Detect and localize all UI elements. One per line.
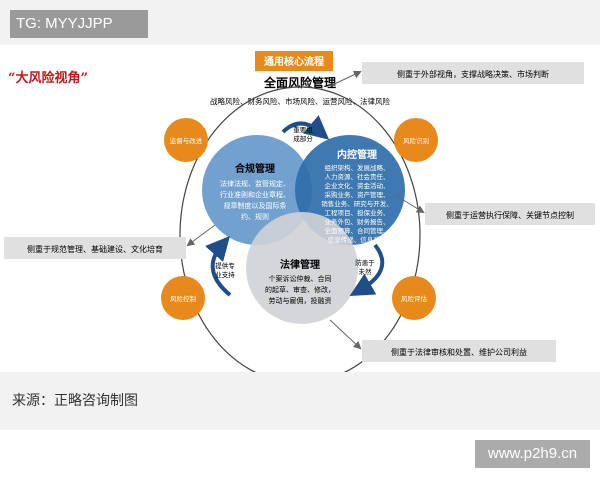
svg-text:企业文化、资金活动、: 企业文化、资金活动、	[325, 181, 390, 190]
note-external: 侧重于外部视角，支撑战略决策、市场判断	[362, 62, 584, 84]
svg-text:人力资源、社会责任、: 人力资源、社会责任、	[325, 172, 390, 181]
svg-text:劳动与雇佣，投融资: 劳动与雇佣，投融资	[269, 296, 332, 305]
diagram-title: 全面风险管理	[263, 75, 336, 90]
note-compliance: 侧重于规范管理、基础建设、文化培育	[4, 237, 186, 259]
stage-assess: 风险评估	[392, 276, 436, 320]
arrow-label-left-2: 业支持	[215, 270, 235, 279]
svg-text:法律法规、监管规定、: 法律法规、监管规定、	[220, 179, 290, 188]
svg-text:侧重于规范管理、基础建设、文化培育: 侧重于规范管理、基础建设、文化培育	[27, 244, 163, 254]
svg-text:工程项目、担保业务、: 工程项目、担保业务、	[325, 208, 390, 217]
svg-text:组织架构、发展战略、: 组织架构、发展战略、	[325, 163, 390, 172]
footer: 来源：正略咨询制图	[0, 372, 600, 430]
svg-text:销售业务、研究与开发、: 销售业务、研究与开发、	[321, 199, 393, 208]
arrow-label-right-2: 未然	[359, 267, 373, 276]
arrow-label-left: 提供专	[215, 261, 235, 270]
svg-text:侧重于外部视角，支撑战略决策、市场判断: 侧重于外部视角，支撑战略决策、市场判断	[397, 69, 549, 79]
process-label: 通用核心流程	[264, 55, 324, 68]
risk-diagram: “大风险视角” 通用核心流程 全面风险管理 战略风险、财务风险、市场风险、运营风…	[4, 51, 595, 372]
internal-control-text: 内控管理 组织架构、发展战略、 人力资源、社会责任、 企业文化、资金活动、 采购…	[321, 148, 393, 244]
stage-identify: 风险识别	[394, 118, 438, 162]
top-curved-arrow	[281, 115, 330, 140]
legal-text: 法律管理 个案诉讼仲裁、合同 的起草、审查、修改， 劳动与雇佣，投融资	[265, 258, 335, 305]
right-curved-arrow	[349, 243, 385, 296]
arrow-label-top-2: 成部分	[293, 134, 313, 143]
svg-text:全面预算、合同管理、: 全面预算、合同管理、	[325, 226, 390, 235]
stage-monitor: 监督与改进	[164, 118, 208, 162]
svg-text:风险识别: 风险识别	[403, 136, 429, 145]
note-operations: 侧重于运营执行保障、关键节点控制	[425, 203, 595, 225]
stage-control: 风险控制	[161, 276, 205, 320]
svg-text:侧重于法律审核和处置、维护公司利益: 侧重于法律审核和处置、维护公司利益	[391, 347, 527, 357]
connector-line	[394, 194, 425, 214]
svg-text:信息传递、信息系统: 信息传递、信息系统	[328, 235, 387, 244]
svg-text:规章制度以及国际条: 规章制度以及国际条	[224, 201, 287, 210]
svg-text:内控管理: 内控管理	[337, 148, 377, 161]
svg-text:约、规则: 约、规则	[241, 212, 269, 221]
risk-types: 战略风险、财务风险、市场风险、运营风险、法律风险	[210, 96, 390, 106]
svg-text:风险控制: 风险控制	[170, 294, 197, 303]
connector-line	[329, 70, 362, 87]
svg-text:的起草、审查、修改，: 的起草、审查、修改，	[265, 285, 335, 294]
svg-text:采购业务、资产管理、: 采购业务、资产管理、	[325, 190, 390, 199]
svg-text:监督与改进: 监督与改进	[170, 136, 203, 145]
legal-circle	[246, 212, 358, 324]
left-curved-arrow	[205, 235, 232, 297]
site-watermark: www.p2h9.cn	[475, 440, 590, 468]
svg-text:侧重于运营执行保障、关键节点控制: 侧重于运营执行保障、关键节点控制	[446, 210, 574, 220]
arrow-label-top: 重要组	[293, 125, 313, 134]
connector-line	[329, 319, 362, 350]
svg-text:业务外包、财务报告、: 业务外包、财务报告、	[325, 217, 390, 226]
svg-text:法律管理: 法律管理	[280, 258, 320, 271]
channel-tag: TG: MYYJJPP	[10, 10, 148, 38]
arrow-label-right: 防患于	[355, 258, 375, 267]
svg-text:风险评估: 风险评估	[401, 294, 428, 303]
source-caption: 来源：正略咨询制图	[12, 393, 138, 409]
connector-line	[186, 224, 216, 247]
svg-text:行业准则和企业章程、: 行业准则和企业章程、	[220, 190, 290, 199]
top-bar: TG: MYYJJPP	[0, 0, 600, 45]
process-label-box	[255, 51, 333, 71]
outer-circle	[179, 86, 421, 372]
note-legal: 侧重于法律审核和处置、维护公司利益	[362, 340, 556, 362]
diagram-heading: “大风险视角”	[8, 70, 88, 86]
svg-text:个案诉讼仲裁、合同: 个案诉讼仲裁、合同	[269, 274, 332, 283]
svg-text:合规管理: 合规管理	[234, 162, 275, 175]
compliance-text: 合规管理 法律法规、监管规定、 行业准则和企业章程、 规章制度以及国际条 约、规…	[220, 162, 290, 221]
